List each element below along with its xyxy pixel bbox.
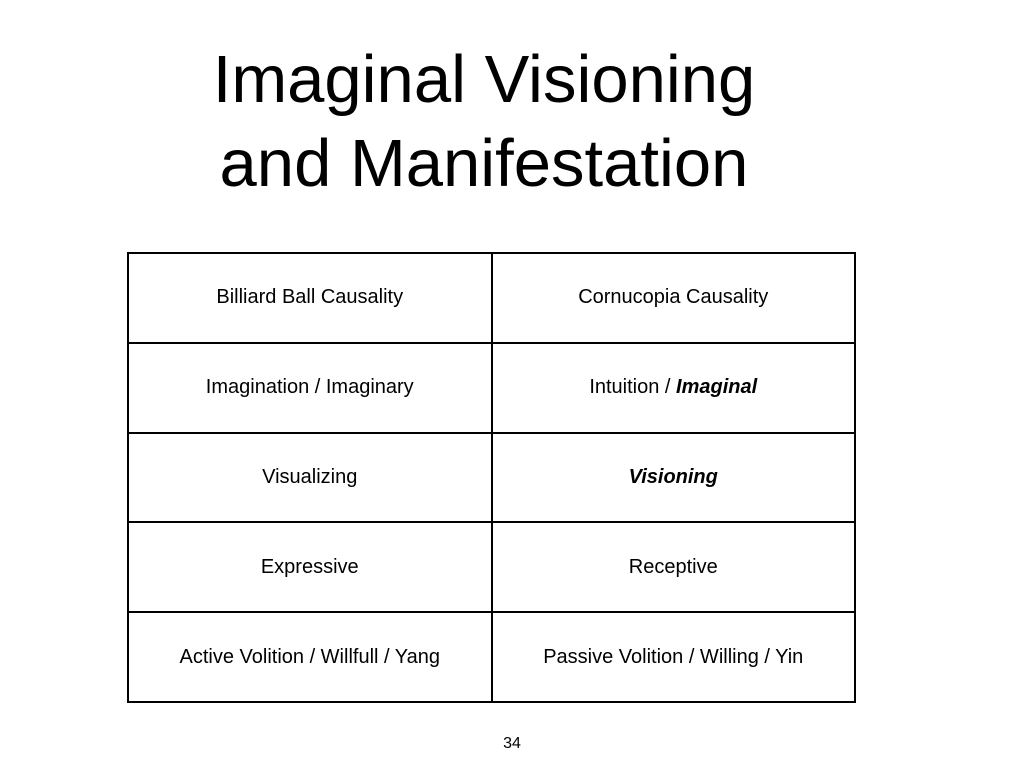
table-cell-right: Cornucopia Causality <box>490 252 856 344</box>
page-number: 34 <box>503 735 521 752</box>
slide-title-line-2: and Manifestation <box>219 126 749 201</box>
table-row: Active Volition / Willfull / Yang Passiv… <box>127 611 856 703</box>
table-row: Imagination / Imaginary Intuition / Imag… <box>127 341 856 434</box>
table-cell-left: Visualizing <box>127 431 493 524</box>
table-cell-right-emphasis: Visioning <box>490 431 856 524</box>
table-cell-right: Intuition / Imaginal <box>490 341 856 434</box>
table-cell-left: Billiard Ball Causality <box>127 252 493 344</box>
comparison-table: Billiard Ball Causality Cornucopia Causa… <box>127 252 856 703</box>
table-cell-left: Imagination / Imaginary <box>127 341 493 434</box>
table-cell-right: Passive Volition / Willing / Yin <box>490 611 856 703</box>
table-row: Visualizing Visioning <box>127 431 856 524</box>
table-cell-right-prefix: Intuition / <box>589 376 677 399</box>
table-cell-right: Receptive <box>490 521 856 614</box>
table-row: Billiard Ball Causality Cornucopia Causa… <box>127 252 856 344</box>
slide-title-line-1: Imaginal Visioning <box>212 42 756 117</box>
slide-title: Imaginal Visioning and Manifestation <box>0 38 968 206</box>
table-cell-left: Active Volition / Willfull / Yang <box>127 611 493 703</box>
table-cell-right-emphasis: Imaginal <box>676 376 758 399</box>
table-cell-left: Expressive <box>127 521 493 614</box>
table-row: Expressive Receptive <box>127 521 856 614</box>
